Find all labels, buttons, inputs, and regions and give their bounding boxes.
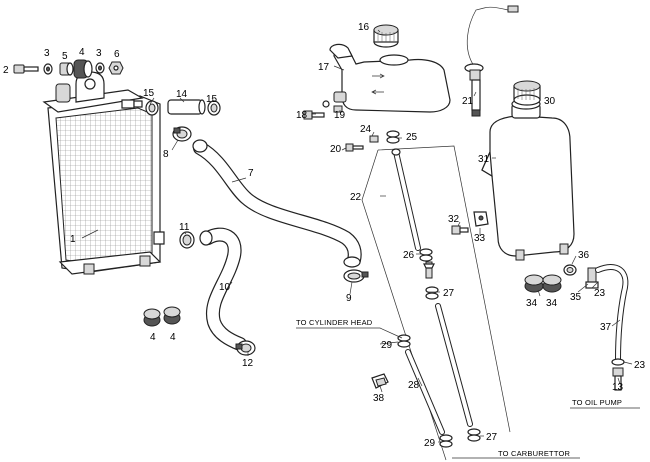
leader-lines bbox=[81, 29, 640, 459]
callout-12: 12 bbox=[242, 358, 254, 369]
hose-clamp-bypass-left bbox=[145, 100, 159, 116]
oil-tank-screw bbox=[451, 225, 469, 235]
cylinder-head-hose bbox=[405, 349, 445, 435]
callout-18: 18 bbox=[296, 110, 308, 121]
tank-clip bbox=[333, 105, 343, 113]
callout-24: 24 bbox=[360, 124, 372, 135]
oil-tank-cap bbox=[513, 80, 541, 106]
callout-15b: 15 bbox=[206, 94, 218, 105]
hose-clip-29-upper bbox=[397, 334, 411, 348]
nut bbox=[108, 61, 124, 75]
callout-17: 17 bbox=[318, 62, 330, 73]
callout-22: 22 bbox=[350, 192, 362, 203]
callout-15a: 15 bbox=[143, 88, 155, 99]
carburettor-feed-hose bbox=[435, 303, 473, 427]
hose-clamp-bypass-right bbox=[207, 100, 221, 116]
note-to-cylinder-head: TO CYLINDER HEAD bbox=[296, 318, 373, 327]
tank-screw bbox=[303, 100, 330, 120]
callout-23b: 23 bbox=[634, 360, 646, 371]
callout-13: 13 bbox=[612, 382, 624, 393]
bushing bbox=[59, 62, 74, 76]
bypass-hose bbox=[167, 99, 206, 115]
hose-clip-small bbox=[369, 135, 379, 143]
callout-9: 9 bbox=[346, 293, 352, 304]
callout-4-top: 4 bbox=[79, 47, 85, 58]
expansion-tank-cap bbox=[373, 24, 399, 48]
oil-tank-mount-1 bbox=[524, 274, 544, 293]
oil-tank-bracket bbox=[473, 211, 489, 227]
oil-delivery-hose bbox=[595, 263, 629, 363]
note-to-carburettor: TO CARBURETTOR bbox=[498, 449, 570, 458]
callout-19: 19 bbox=[334, 110, 346, 121]
callout-21: 21 bbox=[462, 96, 474, 107]
washer-right bbox=[95, 62, 105, 74]
callout-34b: 34 bbox=[546, 298, 558, 309]
callout-7: 7 bbox=[248, 168, 254, 179]
callout-8: 8 bbox=[163, 149, 169, 160]
callout-38: 38 bbox=[373, 393, 385, 404]
hose-clip-pair bbox=[386, 130, 400, 144]
callout-28: 28 bbox=[408, 380, 420, 391]
rubber-mount-lower-1 bbox=[143, 308, 161, 327]
callout-14: 14 bbox=[176, 89, 188, 100]
callout-23a: 23 bbox=[594, 288, 606, 299]
expansion-tank bbox=[329, 43, 451, 113]
note-to-oil-pump: TO OIL PUMP bbox=[572, 398, 622, 407]
callout-37: 37 bbox=[600, 322, 612, 333]
callout-34a: 34 bbox=[526, 298, 538, 309]
callout-27a: 27 bbox=[443, 288, 455, 299]
hose-clip-29-lower bbox=[439, 434, 453, 448]
callout-16: 16 bbox=[358, 22, 370, 33]
oil-pump-fitting bbox=[612, 367, 624, 391]
oil-tank-mount-2 bbox=[542, 274, 562, 293]
callout-10: 10 bbox=[219, 282, 231, 293]
callout-4-bottom-b: 4 bbox=[170, 332, 176, 343]
callout-35: 35 bbox=[570, 292, 582, 303]
oil-hose-clamp-lower bbox=[611, 358, 625, 366]
upper-coolant-hose bbox=[192, 139, 362, 268]
rubber-mount-lower-2 bbox=[163, 306, 181, 325]
fixing-screw bbox=[345, 143, 364, 152]
callout-2: 2 bbox=[3, 65, 9, 76]
callout-6: 6 bbox=[114, 49, 120, 60]
hose-clip-27-lower bbox=[467, 428, 481, 442]
hose-clamp-lower-inlet bbox=[179, 231, 195, 249]
callout-29b: 29 bbox=[424, 438, 436, 449]
hose-clamp-lower-outlet bbox=[235, 340, 256, 356]
hose-clamp-upper bbox=[172, 126, 192, 142]
callout-labels: 1 2 3 3 4 4 4 5 6 7 8 9 10 11 12 13 14 1… bbox=[3, 22, 646, 458]
hose-clip-27-upper bbox=[425, 286, 439, 300]
callout-4-bottom-a: 4 bbox=[150, 332, 156, 343]
callout-25: 25 bbox=[406, 132, 418, 143]
oil-hose-clip bbox=[563, 264, 577, 276]
callout-27b: 27 bbox=[486, 432, 498, 443]
callout-26: 26 bbox=[403, 250, 415, 261]
callout-5: 5 bbox=[62, 51, 68, 62]
callout-33: 33 bbox=[474, 233, 486, 244]
hose-clip-26 bbox=[419, 248, 433, 262]
oil-level-sensor bbox=[464, 5, 519, 117]
bolt bbox=[13, 64, 39, 74]
lower-coolant-hose bbox=[199, 227, 247, 351]
oil-tank bbox=[481, 98, 575, 261]
callout-11: 11 bbox=[179, 222, 190, 233]
callout-36: 36 bbox=[578, 250, 590, 261]
callout-29a: 29 bbox=[381, 340, 393, 351]
vent-hose bbox=[391, 148, 421, 251]
callout-30: 30 bbox=[544, 96, 556, 107]
hose-connector bbox=[423, 261, 435, 279]
callout-3b: 3 bbox=[96, 48, 102, 59]
hose-retaining-clip bbox=[371, 373, 389, 389]
washer-left bbox=[43, 63, 53, 75]
callout-31: 31 bbox=[478, 154, 490, 165]
radiator bbox=[42, 83, 165, 275]
rubber-grommet bbox=[73, 59, 93, 79]
callout-1: 1 bbox=[70, 234, 76, 245]
callout-3a: 3 bbox=[44, 48, 50, 59]
callout-20: 20 bbox=[330, 144, 342, 155]
hose-clamp-radiator-outlet bbox=[343, 269, 369, 283]
callout-32: 32 bbox=[448, 214, 460, 225]
